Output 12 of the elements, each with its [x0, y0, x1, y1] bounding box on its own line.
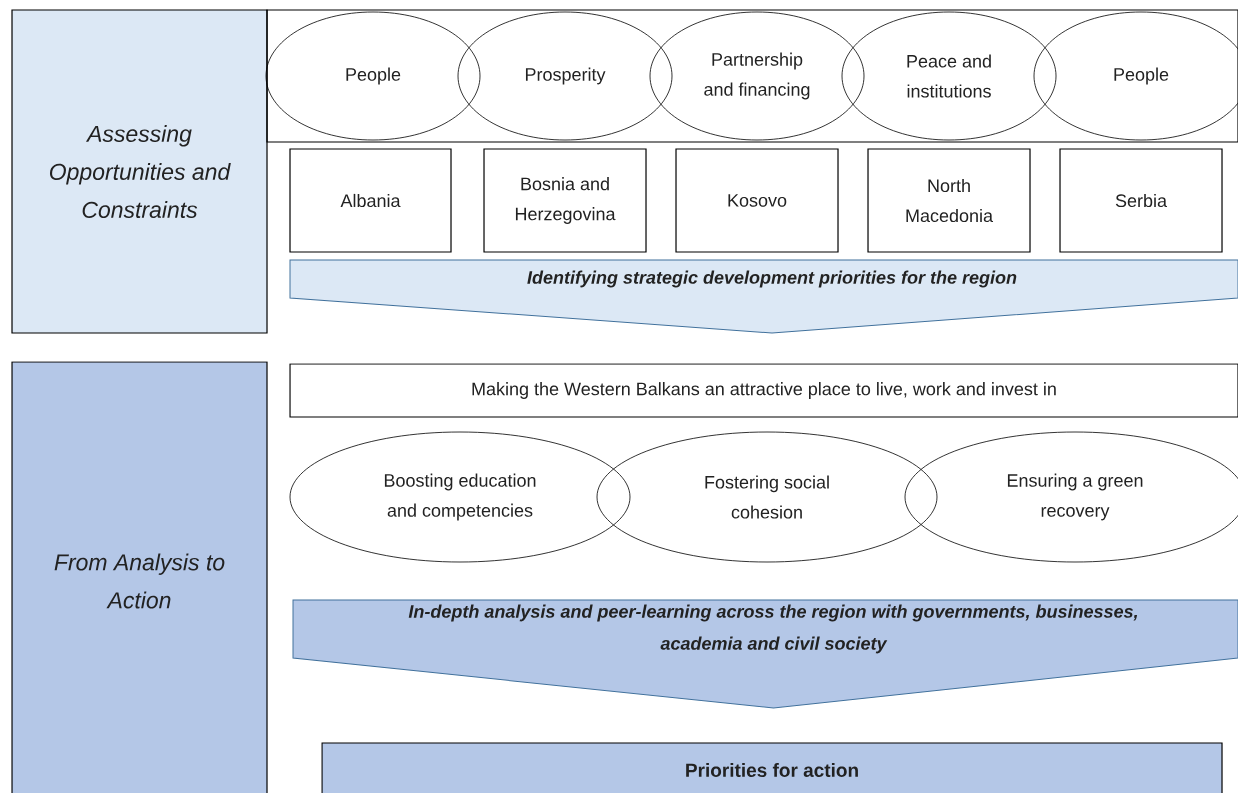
priorities-box: Priorities for action: [321, 742, 1223, 793]
country-box: Albania: [289, 148, 452, 253]
chevron-band: Identifying strategic development priorities for the region: [289, 259, 1238, 334]
pillar-frame: [266, 9, 1238, 143]
country-box: North Macedonia: [867, 148, 1031, 253]
country-box: Kosovo: [675, 148, 839, 253]
country-box: Serbia: [1059, 148, 1223, 253]
section-panel: From Analysis to Action: [11, 361, 268, 793]
section-panel: Assessing Opportunities and Constraints: [11, 9, 268, 334]
goal-box: Making the Western Balkans an attractive place to live, work and invest in: [289, 363, 1238, 418]
chevron-band: In-depth analysis and peer-learning across the region with governments, businesses, academia and civil society: [292, 599, 1238, 709]
country-box: Bosnia and Herzegovina: [483, 148, 647, 253]
